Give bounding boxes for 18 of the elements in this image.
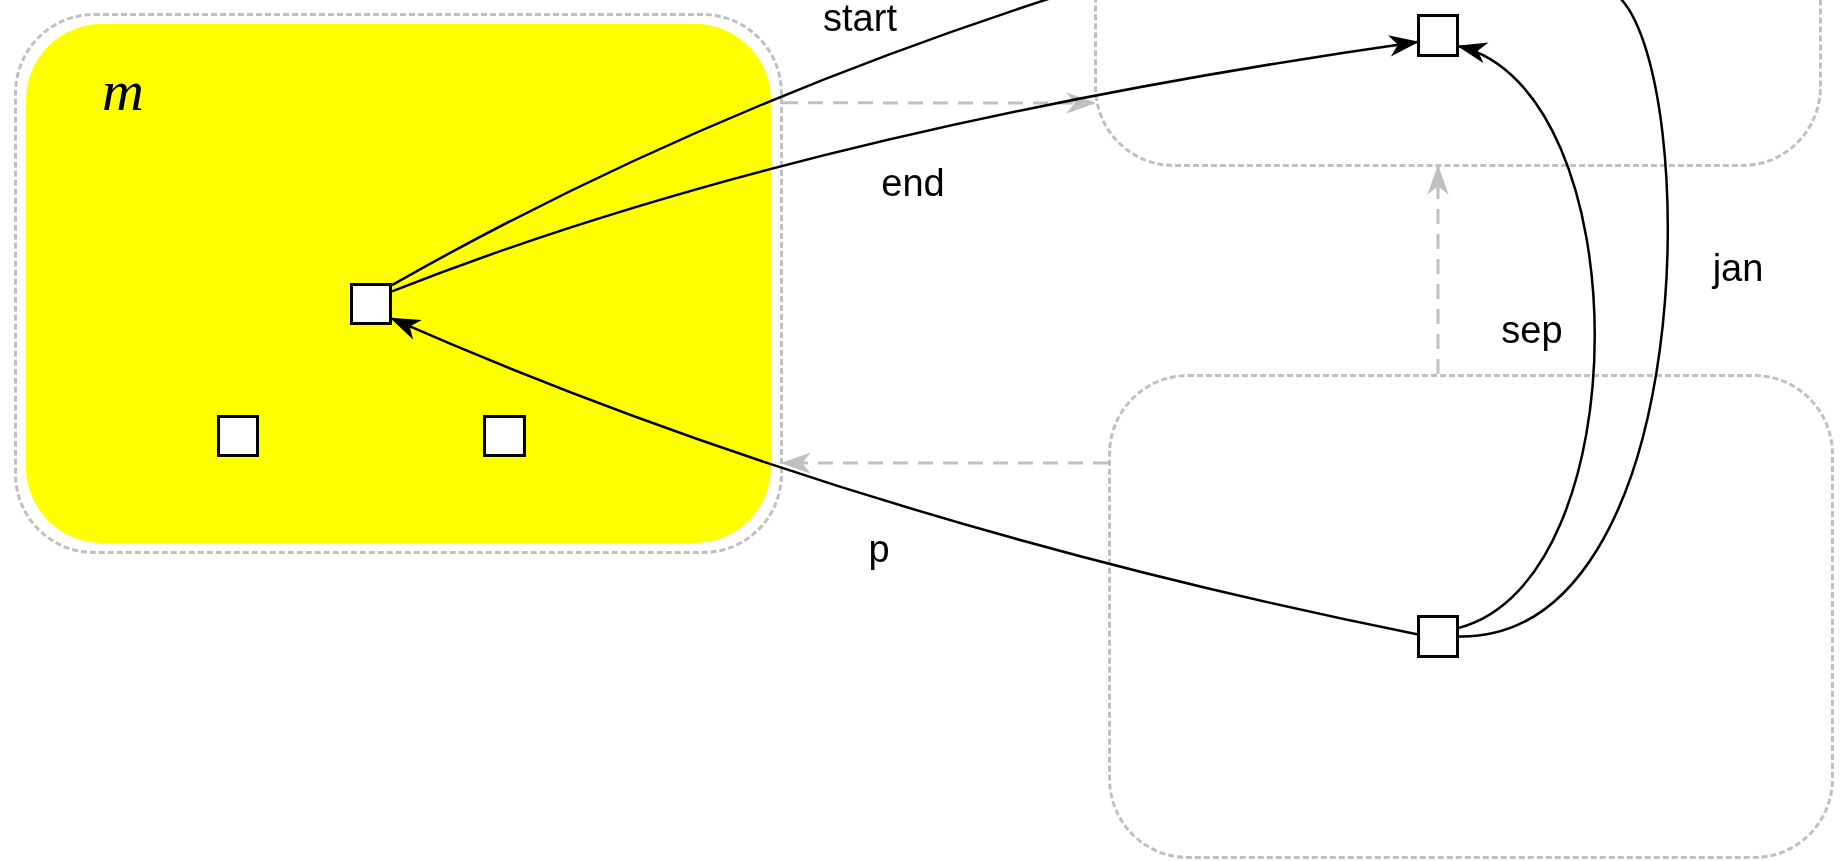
square-node (350, 283, 392, 325)
dashed-arrow (783, 92, 1097, 114)
node-label: m (102, 62, 144, 120)
curved-arrow (1457, 45, 1596, 629)
square-node (483, 415, 526, 457)
curved-arrow (391, 35, 1420, 293)
dashed-group-box (1108, 374, 1834, 859)
dashed-arrow (780, 452, 1108, 474)
edge-label: p (868, 530, 890, 568)
edge-label: jan (1712, 249, 1764, 287)
edge-label: end (881, 164, 945, 202)
square-node (217, 415, 259, 457)
edge-label: start (823, 0, 897, 37)
square-node (1417, 14, 1459, 57)
dashed-arrow (1427, 164, 1449, 374)
curved-arrow (390, 317, 1418, 636)
edge-label: sep (1501, 311, 1563, 349)
square-node (1417, 615, 1459, 658)
